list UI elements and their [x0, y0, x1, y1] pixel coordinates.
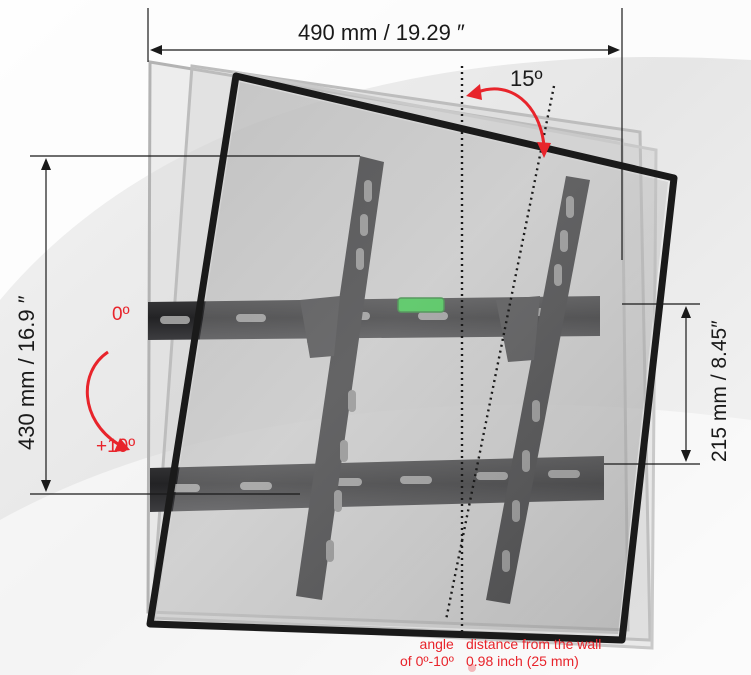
- tilt-start-angle-label: 0º: [112, 304, 130, 325]
- tilt-reference-dotted-line: [444, 85, 556, 621]
- height-dimension-label: 430 mm / 16.9 ″: [14, 295, 39, 450]
- arrowhead: [537, 142, 551, 158]
- wall-plate-slot: [160, 316, 190, 324]
- wall-distance-note-line2: 0.98 inch (25 mm): [466, 653, 579, 669]
- arrowhead: [41, 480, 51, 492]
- spacing-dimension-label-wrap: 215 mm / 8.45″: [708, 320, 731, 463]
- tilt-end-angle-label: +10º: [96, 436, 136, 457]
- dimension-lines: [30, 8, 700, 495]
- spacing-dimension-label: 215 mm / 8.45″: [708, 320, 731, 462]
- arrowhead: [466, 84, 482, 100]
- background-swoosh: [0, 0, 751, 300]
- arrowhead: [150, 45, 162, 55]
- arrowhead: [681, 306, 691, 318]
- arrowhead: [608, 45, 620, 55]
- tv-frame: [146, 72, 678, 644]
- wall-contact-dot: [468, 664, 476, 672]
- swivel-angle-arrow: [466, 84, 551, 158]
- width-dimension-label: 490 mm / 19.29 ″: [298, 20, 465, 45]
- arrowhead: [681, 450, 691, 462]
- wall-distance-note-line1: distance from the wall: [466, 636, 602, 652]
- dimension-arrowheads: [41, 45, 691, 492]
- arrowhead: [41, 158, 51, 170]
- tilt-angle-arrow: [85, 350, 130, 452]
- height-dimension-label-wrap: 430 mm / 16.9 ″: [14, 295, 39, 451]
- wall-distance-note: distance from the wall 0.98 inch (25 mm): [466, 636, 601, 670]
- tv-screen-glass: [156, 82, 668, 634]
- swivel-angle-label: 15º: [510, 66, 543, 91]
- tilt-angle-note-line2: of 0º-10º: [400, 653, 454, 669]
- tilt-angle-note-line1: angle: [419, 636, 454, 652]
- arrowhead: [114, 438, 130, 452]
- tilt-angle-note: angle of 0º-10º: [400, 636, 454, 670]
